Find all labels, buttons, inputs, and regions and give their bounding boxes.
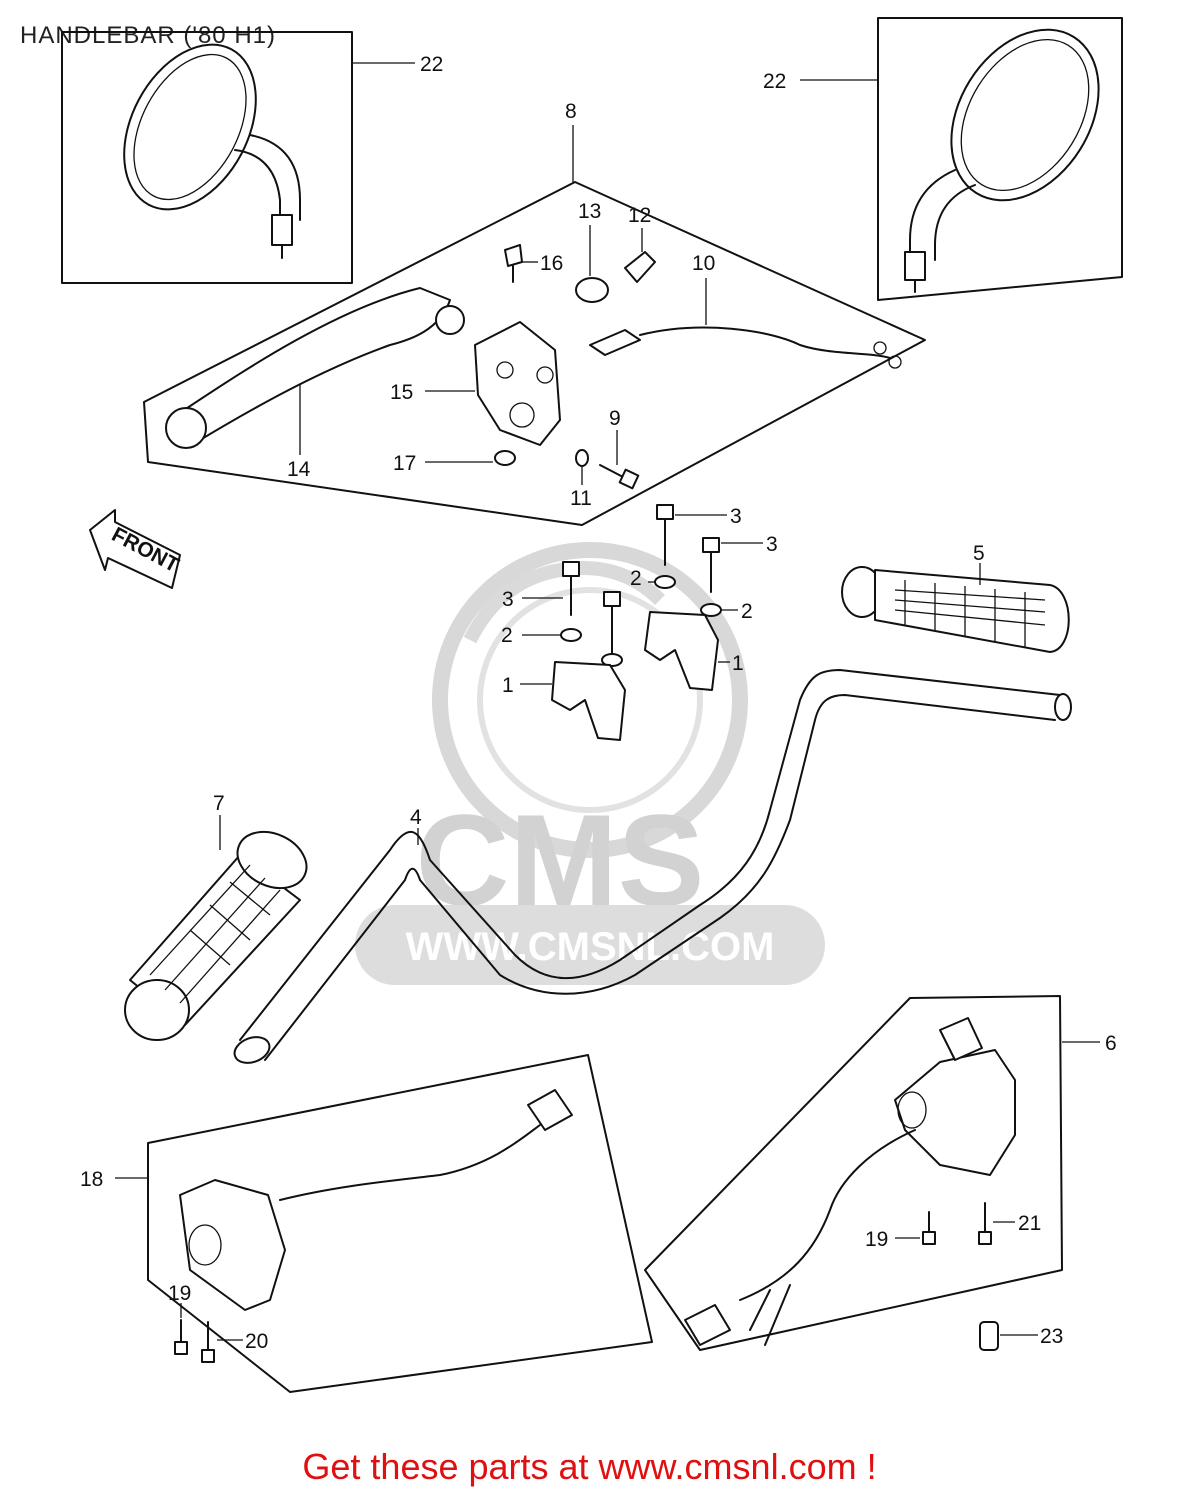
callout-17: 17 <box>393 452 416 475</box>
clutch-lever <box>171 287 451 441</box>
upper-clamp-left <box>551 661 626 741</box>
handlebar: 4 <box>233 669 1072 1064</box>
callout-11: 11 <box>570 487 592 510</box>
watermark: CMS WWW.CMSNL.COM <box>355 542 825 985</box>
left-mirror-stem-nut <box>271 214 293 246</box>
callout-20: 20 <box>245 1330 268 1353</box>
lever-holder <box>474 321 561 446</box>
switch-washer <box>575 449 589 467</box>
throttle-grip: 5 <box>841 542 1070 653</box>
right-mirror-head <box>950 28 1100 202</box>
callout-3-c: 3 <box>502 588 514 611</box>
front-arrow: FRONT <box>89 509 183 589</box>
callout-1-a: 1 <box>732 652 744 675</box>
callout-14: 14 <box>287 458 311 481</box>
lever-nut <box>494 450 516 466</box>
left-switch-panel: 18 19 20 <box>80 1054 653 1393</box>
grommet-23: 23 <box>979 1321 1063 1351</box>
callout-1-b: 1 <box>502 674 514 697</box>
callout-2-a: 2 <box>630 567 642 590</box>
left-mirror-group: 22 <box>61 31 443 284</box>
watermark-url-text: WWW.CMSNL.COM <box>406 925 775 969</box>
callout-22-right: 22 <box>763 70 786 93</box>
callout-6: 6 <box>1105 1032 1117 1055</box>
callout-9: 9 <box>609 407 621 430</box>
callout-3-b: 3 <box>766 533 778 556</box>
left-switch-connector <box>527 1089 573 1131</box>
callout-2-b: 2 <box>741 600 753 623</box>
lever-panel: 8 14 15 16 13 12 10 <box>143 100 926 526</box>
footer-link[interactable]: Get these parts at www.cmsnl.com ! <box>302 1446 877 1487</box>
right-switch-housing <box>894 1049 1016 1176</box>
callout-13: 13 <box>578 200 601 223</box>
clamp-group: 3 3 3 2 2 2 1 1 <box>501 504 778 741</box>
right-mirror-stem-nut <box>904 251 926 281</box>
callout-5: 5 <box>973 542 985 565</box>
callout-7: 7 <box>213 792 225 815</box>
callout-10: 10 <box>692 252 715 275</box>
adjuster-locknut <box>575 277 609 303</box>
callout-3-a: 3 <box>730 505 742 528</box>
right-switch-connector <box>684 1304 731 1346</box>
callout-19-left: 19 <box>168 1282 191 1305</box>
upper-clamp-right <box>644 611 719 691</box>
left-grip: 7 <box>124 792 308 1041</box>
callout-19-right: 19 <box>865 1228 888 1251</box>
pivot-bolt <box>504 244 523 267</box>
clutch-switch <box>589 329 641 356</box>
right-switch-panel: 6 19 21 <box>644 995 1117 1351</box>
left-mirror-head <box>123 43 257 211</box>
callout-2-c: 2 <box>501 624 513 647</box>
callout-4: 4 <box>410 806 422 829</box>
callout-18: 18 <box>80 1168 103 1191</box>
callout-21: 21 <box>1018 1212 1041 1235</box>
callout-22-left: 22 <box>420 53 443 76</box>
callout-8: 8 <box>565 100 577 123</box>
callout-12: 12 <box>628 204 651 227</box>
callout-15: 15 <box>390 381 413 404</box>
callout-23: 23 <box>1040 1325 1063 1348</box>
left-switch-housing <box>179 1179 286 1311</box>
callout-16: 16 <box>540 252 563 275</box>
right-mirror-group: 22 <box>763 17 1123 301</box>
cable-adjuster <box>624 251 656 283</box>
switch-screw <box>618 468 640 490</box>
